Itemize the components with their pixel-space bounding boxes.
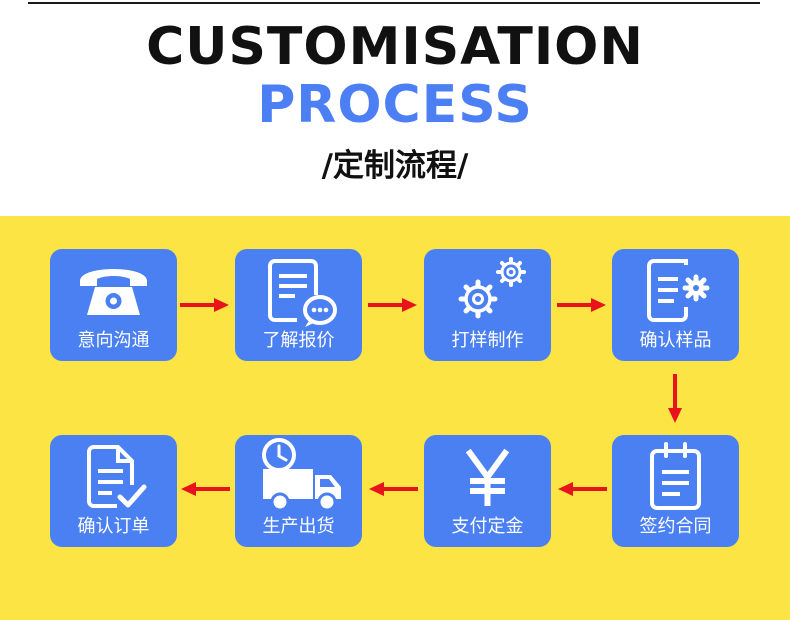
step-card-sign-contract: 签约合同	[612, 435, 739, 547]
clipboard-icon	[650, 442, 701, 510]
subtitle: /定制流程/	[321, 148, 469, 184]
step-card-production-shipping: 生产出货	[235, 435, 362, 547]
step-card-confirm-sample: 确认样品	[612, 249, 739, 361]
arrow-left-icon	[369, 482, 418, 496]
title-line-2: PROCESS	[257, 75, 533, 135]
document-chat-icon	[268, 259, 337, 327]
document-gear-icon	[647, 259, 710, 322]
step-card-quote: 了解报价	[235, 249, 362, 361]
step-label: 确认样品	[639, 330, 712, 351]
step-label: 支付定金	[451, 516, 524, 537]
top-rule	[28, 2, 760, 4]
step-card-confirm-order: 确认订单	[50, 435, 177, 547]
step-label: 签约合同	[639, 516, 712, 537]
process-panel: 意向沟通 了解报价	[0, 216, 790, 620]
arrow-left-icon	[181, 482, 230, 496]
step-label: 意向沟通	[77, 330, 150, 351]
arrow-right-icon	[368, 298, 417, 312]
step-label: 确认订单	[77, 516, 150, 537]
arrow-left-icon	[558, 482, 607, 496]
step-label: 生产出货	[262, 516, 335, 537]
telephone-icon	[80, 269, 147, 315]
document-check-icon	[87, 445, 147, 508]
gears-icon	[458, 257, 526, 319]
step-card-inquiry: 意向沟通	[50, 249, 177, 361]
delivery-truck-icon	[262, 438, 341, 512]
title-line-1: CUSTOMISATION	[146, 17, 644, 77]
step-label: 打样制作	[451, 330, 524, 351]
arrow-down-icon	[668, 374, 682, 423]
arrow-right-icon	[557, 298, 606, 312]
arrow-right-icon	[180, 298, 229, 312]
step-card-deposit: 支付定金	[424, 435, 551, 547]
yen-icon	[465, 448, 510, 506]
step-label: 了解报价	[262, 330, 335, 351]
step-card-sampling: 打样制作	[424, 249, 551, 361]
